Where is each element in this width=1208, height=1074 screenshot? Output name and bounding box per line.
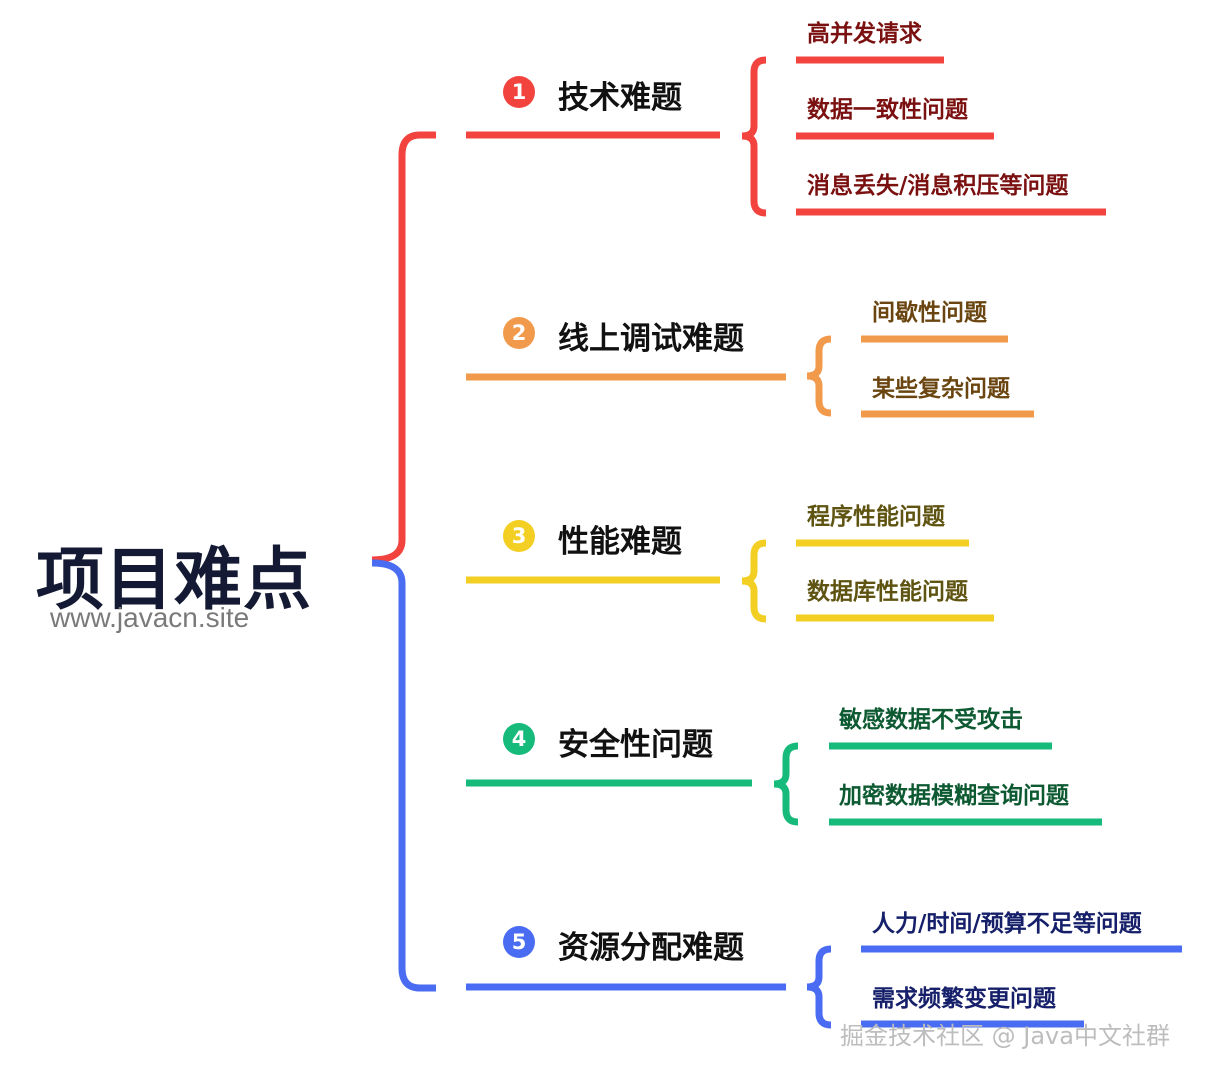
branch-3-number-badge: 3	[503, 520, 535, 552]
branch-5-label: 资源分配难题	[558, 930, 744, 966]
branch-5-brace	[806, 945, 832, 1029]
root-subtitle: www.javacn.site	[50, 602, 250, 633]
root-title: 项目难点	[36, 541, 313, 620]
branch-1-leaf-2: 数据一致性问题	[807, 97, 968, 123]
branch-4-label: 安全性问题	[558, 727, 713, 763]
branch-3-label: 性能难题	[558, 524, 682, 560]
branch-3-leaf-1: 程序性能问题	[807, 504, 945, 530]
branch-1-leaf-3: 消息丢失/消息积压等问题	[807, 173, 1069, 199]
root-brace-lower	[371, 559, 436, 992]
branch-5-number-badge: 5	[503, 926, 535, 958]
branch-5-leaf-1: 人力/时间/预算不足等问题	[872, 911, 1142, 937]
branch-2-leaf-2: 某些复杂问题	[872, 376, 1010, 402]
branch-4-number-badge: 4	[503, 723, 535, 755]
branch-1-number-badge: 1	[503, 76, 535, 108]
branch-2-brace	[806, 335, 832, 417]
branch-4-leaf-2: 加密数据模糊查询问题	[839, 783, 1069, 809]
branch-1-brace	[741, 56, 767, 217]
branch-2-number-badge: 2	[503, 317, 535, 349]
branch-1-label: 技术难题	[558, 80, 682, 116]
branch-4-brace	[773, 742, 799, 826]
branch-3-leaf-2: 数据库性能问题	[807, 579, 968, 605]
branch-4-leaf-1: 敏感数据不受攻击	[839, 707, 1023, 733]
root-brace-upper	[371, 131, 436, 564]
branch-3-brace	[741, 539, 767, 623]
watermark: 掘金技术社区 @ Java中文社群	[840, 1022, 1170, 1050]
branch-1-leaf-1: 高并发请求	[807, 21, 922, 47]
branch-2-leaf-1: 间歇性问题	[872, 300, 987, 326]
branch-2-label: 线上调试难题	[558, 321, 744, 357]
branch-5-leaf-2: 需求频繁变更问题	[872, 986, 1056, 1012]
